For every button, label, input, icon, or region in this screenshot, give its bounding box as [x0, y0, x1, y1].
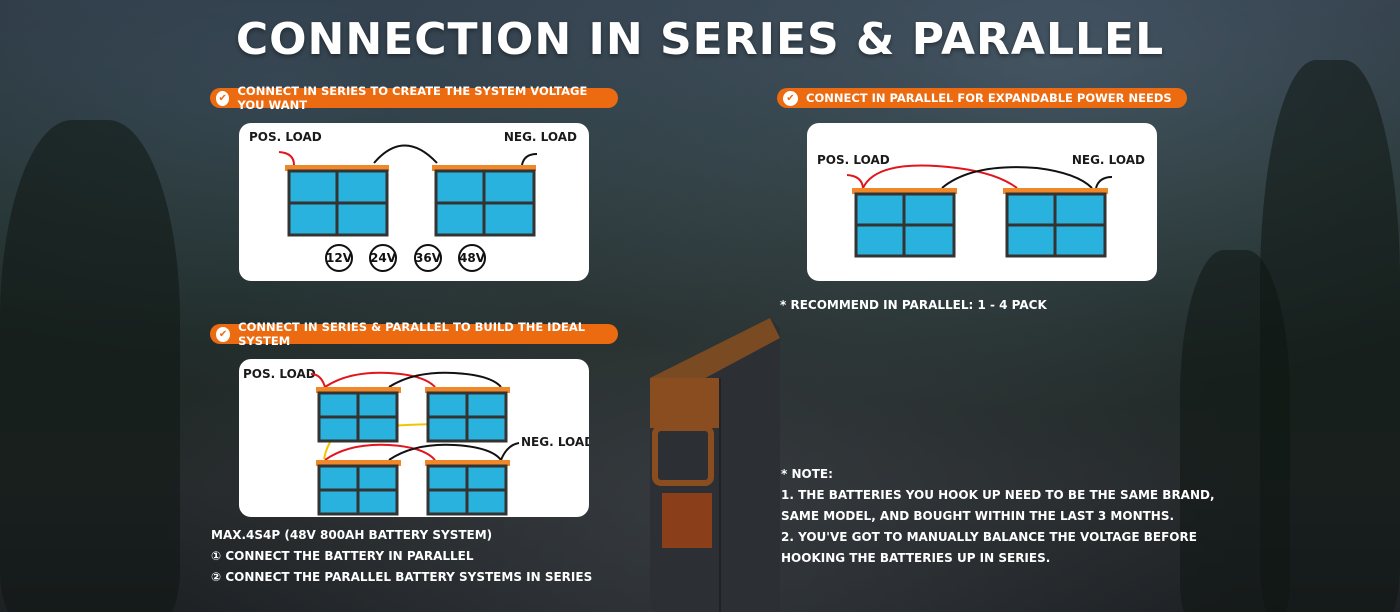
check-icon: ✔: [216, 326, 231, 342]
note-line: 1. THE BATTERIES YOU HOOK UP NEED TO BE …: [781, 488, 1215, 502]
battery-product-image: [650, 318, 780, 612]
series-link-wire: [373, 144, 438, 164]
pos-wire: [310, 373, 326, 388]
series-parallel-diagram-svg: POS. LOAD NEG. LOAD: [243, 367, 589, 516]
battery-b2: [425, 460, 510, 516]
parallel-diagram-svg: POS. LOAD NEG. LOAD: [817, 153, 1145, 258]
neg-wire: [500, 442, 520, 461]
background-tree: [0, 120, 180, 612]
parallel-neg-link: [941, 166, 1093, 189]
voltage-badge: 36V: [414, 244, 442, 272]
battery-2: [432, 165, 536, 237]
voltage-badge: 48V: [458, 244, 486, 272]
voltage-badge: 12V: [325, 244, 353, 272]
note-block: * NOTE: 1. THE BATTERIES YOU HOOK UP NEE…: [781, 464, 1215, 569]
neg-load-label: NEG. LOAD: [504, 130, 577, 144]
background-tree: [1180, 250, 1290, 612]
battery-a1: [316, 387, 401, 443]
top-pos-link: [324, 371, 436, 388]
note-line: HOOKING THE BATTERIES UP IN SERIES.: [781, 551, 1051, 565]
check-icon: ✔: [216, 90, 230, 106]
check-icon: ✔: [783, 90, 798, 106]
note-line: MAX.4S4P (48V 800AH BATTERY SYSTEM): [211, 528, 493, 542]
page-title: CONNECTION IN SERIES & PARALLEL: [235, 14, 1165, 65]
battery-2: [1003, 188, 1108, 258]
series-parallel-notes: MAX.4S4P (48V 800AH BATTERY SYSTEM) ① CO…: [211, 525, 592, 588]
neg-load-label: NEG. LOAD: [521, 435, 589, 449]
series-diagram: POS. LOAD NEG. LOAD 12V 24V 36V 48V: [239, 123, 589, 281]
pos-wire: [278, 151, 295, 166]
bottom-neg-link: [388, 443, 502, 461]
voltage-badge: 24V: [369, 244, 397, 272]
top-neg-link: [388, 371, 502, 388]
pos-load-label: POS. LOAD: [817, 153, 890, 167]
recommend-text: * RECOMMEND IN PARALLEL: 1 - 4 PACK: [780, 298, 1047, 312]
series-parallel-heading: ✔ CONNECT IN SERIES & PARALLEL TO BUILD …: [210, 320, 618, 348]
series-heading-text: CONNECT IN SERIES TO CREATE THE SYSTEM V…: [237, 84, 588, 112]
battery-1: [852, 188, 957, 258]
parallel-heading: ✔ CONNECT IN PARALLEL FOR EXPANDABLE POW…: [777, 88, 1187, 108]
series-diagram-svg: POS. LOAD NEG. LOAD: [249, 130, 577, 237]
neg-wire: [1095, 176, 1113, 189]
pos-load-label: POS. LOAD: [243, 367, 316, 381]
parallel-diagram: POS. LOAD NEG. LOAD: [807, 123, 1157, 281]
neg-wire: [521, 153, 538, 166]
note-heading: * NOTE:: [781, 467, 833, 481]
series-parallel-heading-text: CONNECT IN SERIES & PARALLEL TO BUILD TH…: [238, 320, 586, 348]
neg-load-label: NEG. LOAD: [1072, 153, 1145, 167]
battery-1: [285, 165, 389, 237]
bottom-pos-link: [324, 443, 436, 461]
series-heading: ✔ CONNECT IN SERIES TO CREATE THE SYSTEM…: [210, 84, 618, 112]
pos-load-label: POS. LOAD: [249, 130, 322, 144]
battery-b1: [316, 460, 401, 516]
parallel-pos-link: [862, 164, 1018, 189]
parallel-heading-text: CONNECT IN PARALLEL FOR EXPANDABLE POWER…: [806, 91, 1172, 105]
battery-a2: [425, 387, 510, 443]
note-line: SAME MODEL, AND BOUGHT WITHIN THE LAST 3…: [781, 509, 1175, 523]
series-parallel-diagram: POS. LOAD NEG. LOAD: [239, 359, 589, 517]
note-line: ① CONNECT THE BATTERY IN PARALLEL: [211, 549, 474, 563]
pos-wire: [846, 174, 864, 189]
note-line: ② CONNECT THE PARALLEL BATTERY SYSTEMS I…: [211, 570, 593, 584]
note-line: 2. YOU'VE GOT TO MANUALLY BALANCE THE VO…: [781, 530, 1197, 544]
